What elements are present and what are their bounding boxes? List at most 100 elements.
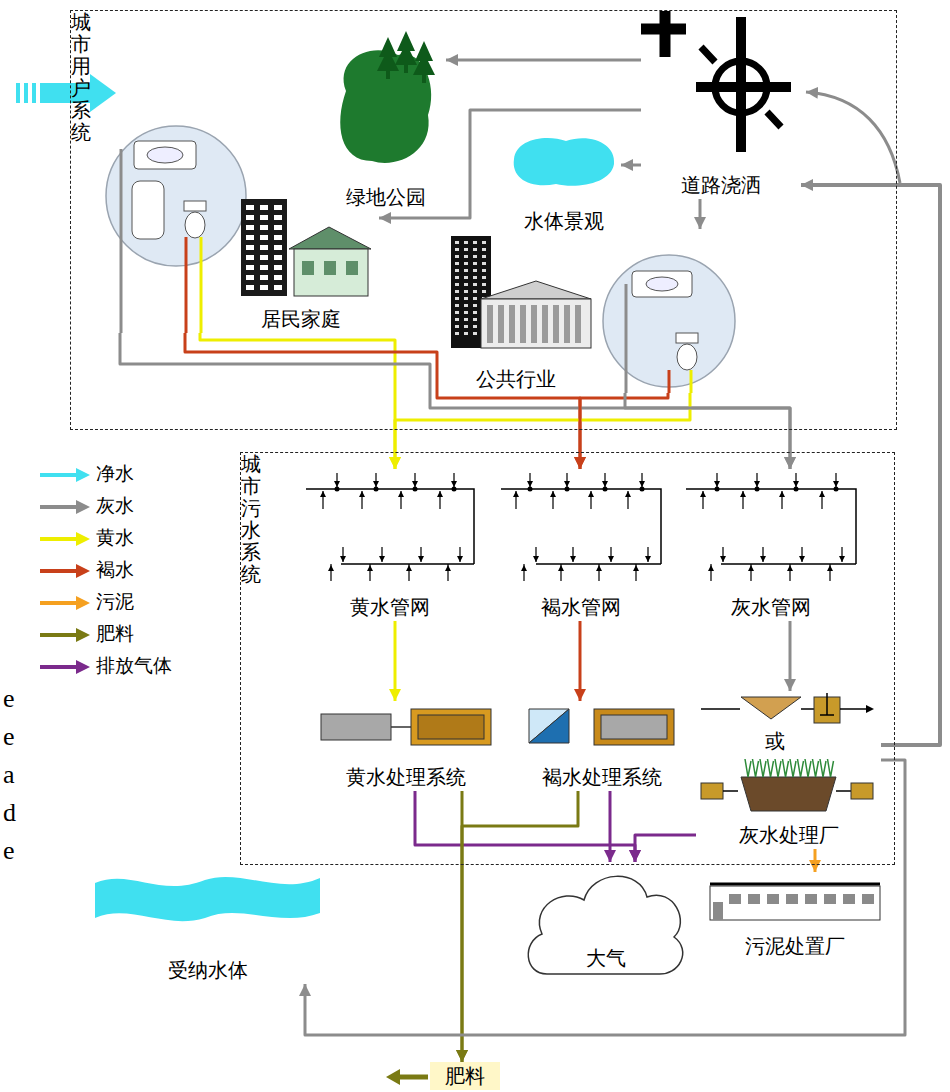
node-label: 黄水处理系统 [346, 765, 466, 789]
window [482, 241, 486, 244]
road-tee [641, 11, 686, 57]
legend-row: 净水 [38, 462, 228, 488]
legend-swatch [38, 531, 92, 547]
node-label: 大气 [586, 946, 626, 970]
flow-arrow [367, 556, 385, 571]
column [531, 305, 537, 343]
brown-water-pipe [185, 237, 188, 333]
window [473, 269, 477, 272]
flow-arrow [558, 556, 576, 571]
household-node: 居民家庭 [104, 119, 379, 333]
flow-line [801, 708, 814, 710]
flow-arrow [406, 556, 424, 571]
window [246, 245, 254, 250]
arrow-head [90, 74, 116, 112]
building-roof [481, 281, 591, 299]
junction [755, 487, 760, 492]
clean-water-inflow-arrow [16, 74, 116, 112]
flow-arrow [625, 481, 645, 497]
flow-arrow [827, 556, 845, 571]
pipe-main [306, 489, 474, 564]
flow-arrow [359, 481, 379, 497]
reed [820, 759, 826, 777]
atmosphere-cloud: 大气 [522, 862, 690, 984]
house-illustration [104, 119, 379, 333]
junction [603, 487, 608, 492]
branch-pipe [782, 473, 796, 509]
legend-row: 黄水 [38, 526, 228, 552]
road-illustration [641, 7, 801, 199]
junction [335, 487, 340, 492]
legend-swatch [38, 659, 92, 675]
sewage-system-region: 黄水管网褐水管网灰水管网黄水处理系统褐水处理系统灰水处理厂城市污水系统 [240, 452, 895, 865]
column [520, 305, 526, 343]
treatment-system: 褐水处理系统 [519, 701, 684, 791]
window [246, 205, 254, 210]
window [464, 262, 468, 265]
yellow-water-pipe [200, 237, 203, 333]
legend-label: 灰水 [96, 494, 134, 517]
screen-filter [529, 709, 569, 743]
bathtub [132, 181, 164, 239]
window [482, 290, 486, 293]
branch-pipe [448, 547, 460, 581]
window [302, 261, 314, 275]
branch-pipe [703, 473, 717, 509]
window [473, 318, 477, 321]
window [473, 290, 477, 293]
window [260, 215, 268, 220]
legend-label: 褐水 [96, 558, 134, 581]
flow-arrow [866, 705, 874, 713]
door [713, 902, 723, 920]
flow-connector [446, 59, 641, 62]
link-pipe [391, 726, 411, 728]
window [274, 215, 282, 220]
road-cross [696, 17, 791, 152]
junction [715, 487, 720, 492]
window [767, 894, 779, 904]
water-wave [95, 877, 320, 921]
legend-swatch [38, 499, 92, 515]
branch-pipe [323, 473, 337, 509]
pipe-network: 褐水管网 [496, 469, 666, 621]
branch-pipe [401, 473, 415, 509]
branch-pipe [370, 547, 382, 581]
inlet-box [701, 783, 723, 799]
cropped-letter: a [3, 760, 15, 790]
flow-arrow [588, 481, 608, 497]
fertilizer-box: 肥料 [430, 1062, 500, 1090]
window [455, 255, 459, 258]
flow-arrow [708, 556, 726, 571]
window [464, 304, 468, 307]
stirrer [820, 693, 834, 715]
swatch-arrow-head [76, 532, 90, 546]
window [260, 235, 268, 240]
window [455, 241, 459, 244]
flow-connector [305, 760, 905, 1035]
window [464, 318, 468, 321]
branch-pipe [553, 473, 567, 509]
window [274, 245, 282, 250]
swatch-line [40, 665, 78, 669]
illustration-group [528, 876, 682, 974]
swatch-line [40, 633, 78, 637]
legend-swatch [38, 627, 92, 643]
window [455, 276, 459, 279]
swatch-line [40, 537, 78, 541]
node-label: 灰水管网 [731, 595, 811, 619]
branch-pipe [711, 547, 723, 581]
flow-arrow [521, 556, 539, 571]
window [455, 290, 459, 293]
window [455, 311, 459, 314]
window [729, 894, 741, 904]
sink [134, 141, 196, 169]
window [473, 283, 477, 286]
flow-arrow [819, 481, 839, 497]
pipe-main [501, 489, 661, 564]
window [473, 255, 477, 258]
illustration-group [686, 473, 856, 581]
window [260, 245, 268, 250]
column [542, 305, 548, 343]
flow-connector [394, 621, 397, 701]
